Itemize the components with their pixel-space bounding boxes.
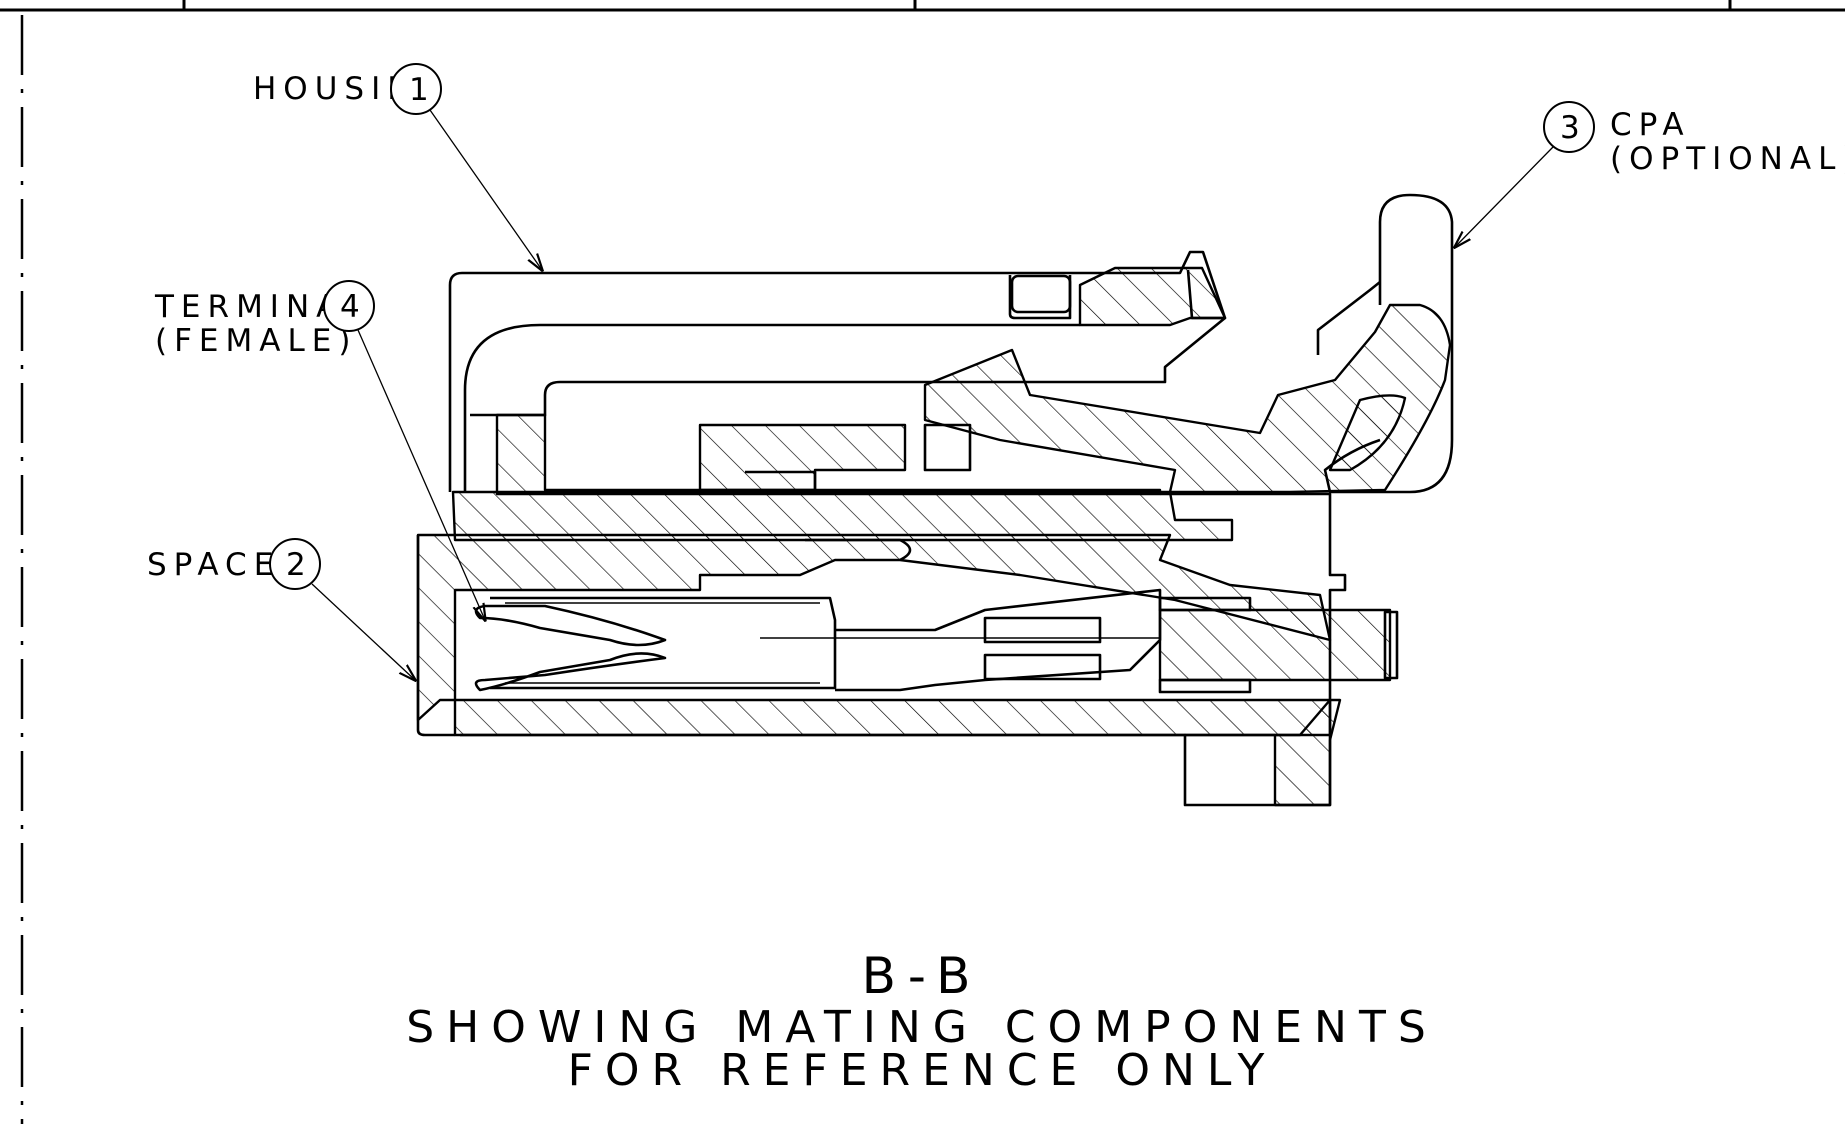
callout-housing-leader <box>429 109 542 270</box>
cavity-block-step <box>745 470 817 490</box>
callout-terminal-balloon <box>323 280 375 332</box>
callout-spacer-number: 2 <box>286 547 306 583</box>
callout-cpa-label-line2: (OPTIONAL) <box>1610 141 1845 177</box>
latch-top-hatched <box>1078 266 1227 327</box>
spacer-hatched <box>416 533 1332 722</box>
housing-body-hatched <box>451 490 1234 542</box>
housing-lower-body <box>460 492 1347 807</box>
cpa-lower-hatched <box>1328 394 1407 472</box>
terminal-crimp-upper <box>983 616 1102 644</box>
terminal-transition <box>835 588 1162 692</box>
terminal-upper-contact <box>474 604 667 647</box>
mating-pin-hatched <box>1158 608 1392 682</box>
callout-terminal-label-line2: (FEMALE) <box>155 323 357 359</box>
callout-housing: HOUSING 1 <box>253 63 542 270</box>
callout-cpa-label-line1: CPA <box>1610 107 1691 143</box>
housing-lock-window <box>1008 275 1072 320</box>
callout-housing-balloon <box>390 63 442 115</box>
mating-pin-shoulder-upper <box>1158 596 1252 612</box>
callout-spacer-balloon <box>269 538 321 590</box>
callout-terminal-leader <box>357 329 485 620</box>
mating-pin-shoulder-lower <box>1158 678 1252 694</box>
section-caption-line1: SHOWING MATING COMPONENTS <box>406 1002 1438 1053</box>
spacer-nose <box>805 538 912 562</box>
callout-cpa-balloon <box>1543 101 1595 153</box>
latch-beam-hatched <box>923 303 1452 494</box>
callout-spacer: SPACER 2 <box>147 538 415 680</box>
housing-latch-arm <box>470 316 1226 417</box>
callout-cpa-leader <box>1455 146 1554 247</box>
terminal-barrel <box>490 596 837 690</box>
callout-spacer-leader <box>311 583 415 680</box>
housing-lock-slot <box>1010 274 1072 314</box>
spacer-front-lip <box>416 535 455 737</box>
housing-inner-wall <box>463 323 1080 492</box>
cavity-block-hatched <box>698 423 907 492</box>
section-title: B-B <box>862 947 983 1005</box>
section-caption: B-B SHOWING MATING COMPONENTS FOR REFERE… <box>406 947 1438 1096</box>
callout-terminal: TERMINAL (FEMALE) 4 <box>154 280 485 620</box>
cavity-pocket <box>923 423 972 472</box>
mating-pin-tip <box>1383 610 1399 680</box>
terminal-barrel-inner <box>505 602 820 684</box>
section-caption-line2: FOR REFERENCE ONLY <box>568 1045 1277 1096</box>
callout-cpa-number: 3 <box>1560 110 1580 146</box>
connector-cross-section <box>416 193 1454 807</box>
callout-terminal-number: 4 <box>340 289 360 325</box>
housing-outer-shell <box>448 250 1227 492</box>
callout-cpa: 3 CPA (OPTIONAL) <box>1455 101 1845 247</box>
housing-bottom-wall-hatched <box>453 698 1332 737</box>
callout-housing-number: 1 <box>409 72 429 108</box>
cpa-stem <box>1316 280 1381 355</box>
terminal-lower-contact <box>474 652 667 692</box>
terminal-crimp-lower <box>983 653 1102 681</box>
